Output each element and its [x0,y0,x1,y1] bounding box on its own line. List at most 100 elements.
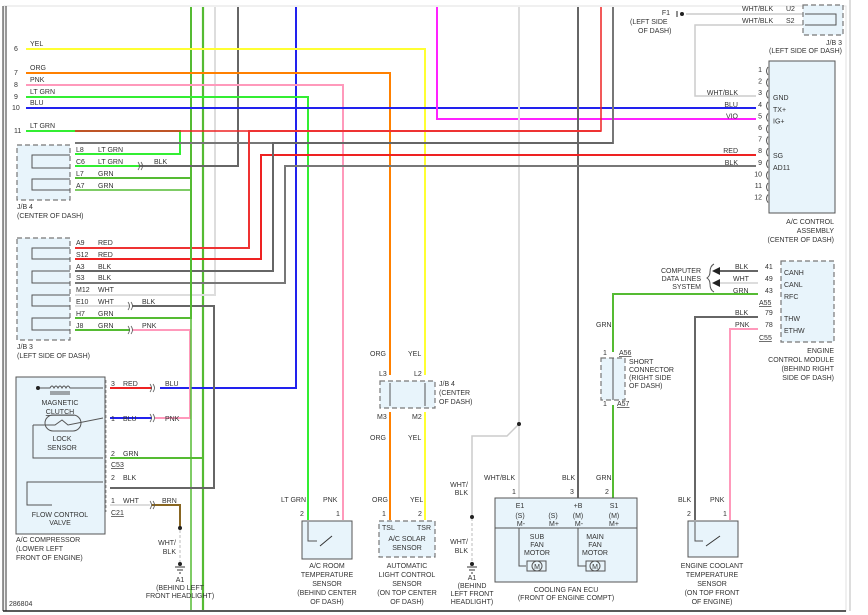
splice-connectors [127,161,155,510]
acc-term-gnd: GND [773,95,789,102]
wire-org-7 [26,72,391,375]
solar-inner2: SENSOR [392,545,422,552]
jb4mid-loc1: (CENTER [439,390,470,397]
wire-pnk-ethw [729,328,758,520]
fan-sub-s2: (S) [548,513,557,520]
ecm-pin-49: 49 [765,276,773,283]
acc-pin-9: 9 [758,160,762,167]
fan-term-e1: E1 [516,503,525,510]
solar-term-tsl: TSL [382,525,395,532]
wire-grn-a7 [75,189,192,610]
flow-valve-label1: FLOW CONTROL [32,512,88,519]
num-6: 6 [14,46,18,53]
jb4-pin-l7: L7 [76,171,84,178]
datalines-brace-icon [706,263,715,293]
acc-line2: ASSEMBLY [797,228,835,235]
short-connector: 1 A56 1 A57 GRN SHORT CONNECTOR (RIGHT S… [596,322,674,408]
fan-term-b: +B [574,503,583,510]
jb4mid-pin-m3: M3 [377,414,387,421]
sub-motor-icon: M [526,560,547,572]
comp-wire-blk: BLK [123,475,137,482]
acc-pin-socket-icon [766,159,769,169]
acc-wire-3: WHT/BLK [707,90,738,97]
coolant-line4: (ON TOP FRONT [685,590,741,597]
acc-jb3-pin-s2: S2 [786,18,795,25]
main-motor-3: MOTOR [582,550,608,557]
acc-pin-11: 11 [755,183,762,190]
ecm-wire-49: WHT [733,276,750,283]
main-motor-glyph: M [592,564,598,571]
short-line3: (RIGHT SIDE [629,375,672,382]
ac-room-temperature-sensor: LT GRN PNK 2 1 A/C ROOM TEMPERATURE SENS… [281,497,357,606]
lbl-blu: BLU [30,100,44,107]
ecm-wire-41: BLK [735,264,749,271]
comp-pin-1b: 1 [111,498,115,505]
ecm-pin-78: 78 [765,322,773,329]
comp-splice-brn: BRN [162,498,177,505]
short-top-pin: 1 [603,350,607,357]
jb3-pin-a9: A9 [76,240,85,247]
datalines-2: DATA LINES [662,276,702,283]
solar-pin-1: 1 [382,511,386,518]
jb3-wire-s12: RED [98,252,113,259]
main-motor-1: MAIN [586,534,604,541]
ecm-wire-79: BLK [735,310,749,317]
jb3-splice-j8: PNK [142,323,157,330]
wires [26,7,805,610]
ground-icon [175,566,185,574]
a1-left-loc2: FRONT HEADLIGHT) [146,593,214,600]
comp-c21: C21 [111,510,124,517]
ecm-term-canh: CANH [784,270,804,277]
solar-line4: (ON TOP CENTER [377,590,437,597]
wire-wht-215 [75,7,216,296]
jb3-wire-a3: BLK [98,264,112,271]
room-wire-ltgrn: LT GRN [281,497,306,504]
magnetic-clutch-label1: MAGNETIC [42,400,79,407]
fan-pin-3: 3 [570,489,574,496]
ac-control-assembly: F1 (LEFT SIDE OF DASH) WHT/BLK U2 WHT/BL… [630,4,844,244]
jb4-location: (CENTER OF DASH) [17,213,84,220]
solar-line5: OF DASH) [390,599,423,606]
jb3-pin-s12: S12 [76,252,89,259]
acc-wire-5: VIO [726,113,739,120]
sub-motor-2: FAN [530,542,544,549]
jb4mid-wire-org-bottom: ORG [370,435,386,442]
wire-red-601 [75,7,602,132]
comp-pin-3: 3 [111,381,115,388]
wire-ltgrn-9 [26,96,309,520]
ecm-line4: SIDE OF DASH) [782,375,834,382]
a1-left-wire2: BLK [163,549,177,556]
splice-j8 [127,325,133,335]
wire-red-a9b [75,130,601,249]
room-line5: OF DASH) [310,599,343,606]
short-top-conn: A56 [619,350,632,357]
wire-blk-s3 [75,165,756,284]
acc-wire-4: BLU [724,102,738,109]
ecm-a55: A55 [759,300,772,307]
coolant-line3: SENSOR [697,581,727,588]
solar-line3: SENSOR [392,581,422,588]
acc-term-tx: TX+ [773,107,786,114]
coolant-wire-pnk: PNK [710,497,725,504]
sub-motor-glyph: M [534,564,540,571]
wire-grn-191 [75,7,192,179]
short-line1: SHORT [629,359,654,366]
jb4mid-pin-m2: M2 [412,414,422,421]
room-line1: A/C ROOM [309,563,345,570]
acc-jb3-title: J/B 3 [826,40,842,47]
short-bottom-conn: A57 [617,401,630,408]
fan-sub-m1: (M) [573,513,584,520]
a1-left-wire1: WHT/ [158,540,176,547]
jb4-left-junction-block: L8 LT GRN C6 LT GRN BLK L7 GRN A7 GRN J/… [16,144,168,220]
ecm-pin-43: 43 [765,288,773,295]
acc-wire-9: BLK [725,160,739,167]
splice-dot-whtblk [517,422,521,426]
comp-wire-wht: WHT [123,498,140,505]
ecm-pin-79: 79 [765,310,773,317]
wire-whtblk-branch [471,423,520,518]
jb4-splice-c6: BLK [154,159,168,166]
comp-wire-grn: GRN [123,451,139,458]
coolant-pin-1: 1 [723,511,727,518]
fan-subpin-1: M- [517,521,526,528]
